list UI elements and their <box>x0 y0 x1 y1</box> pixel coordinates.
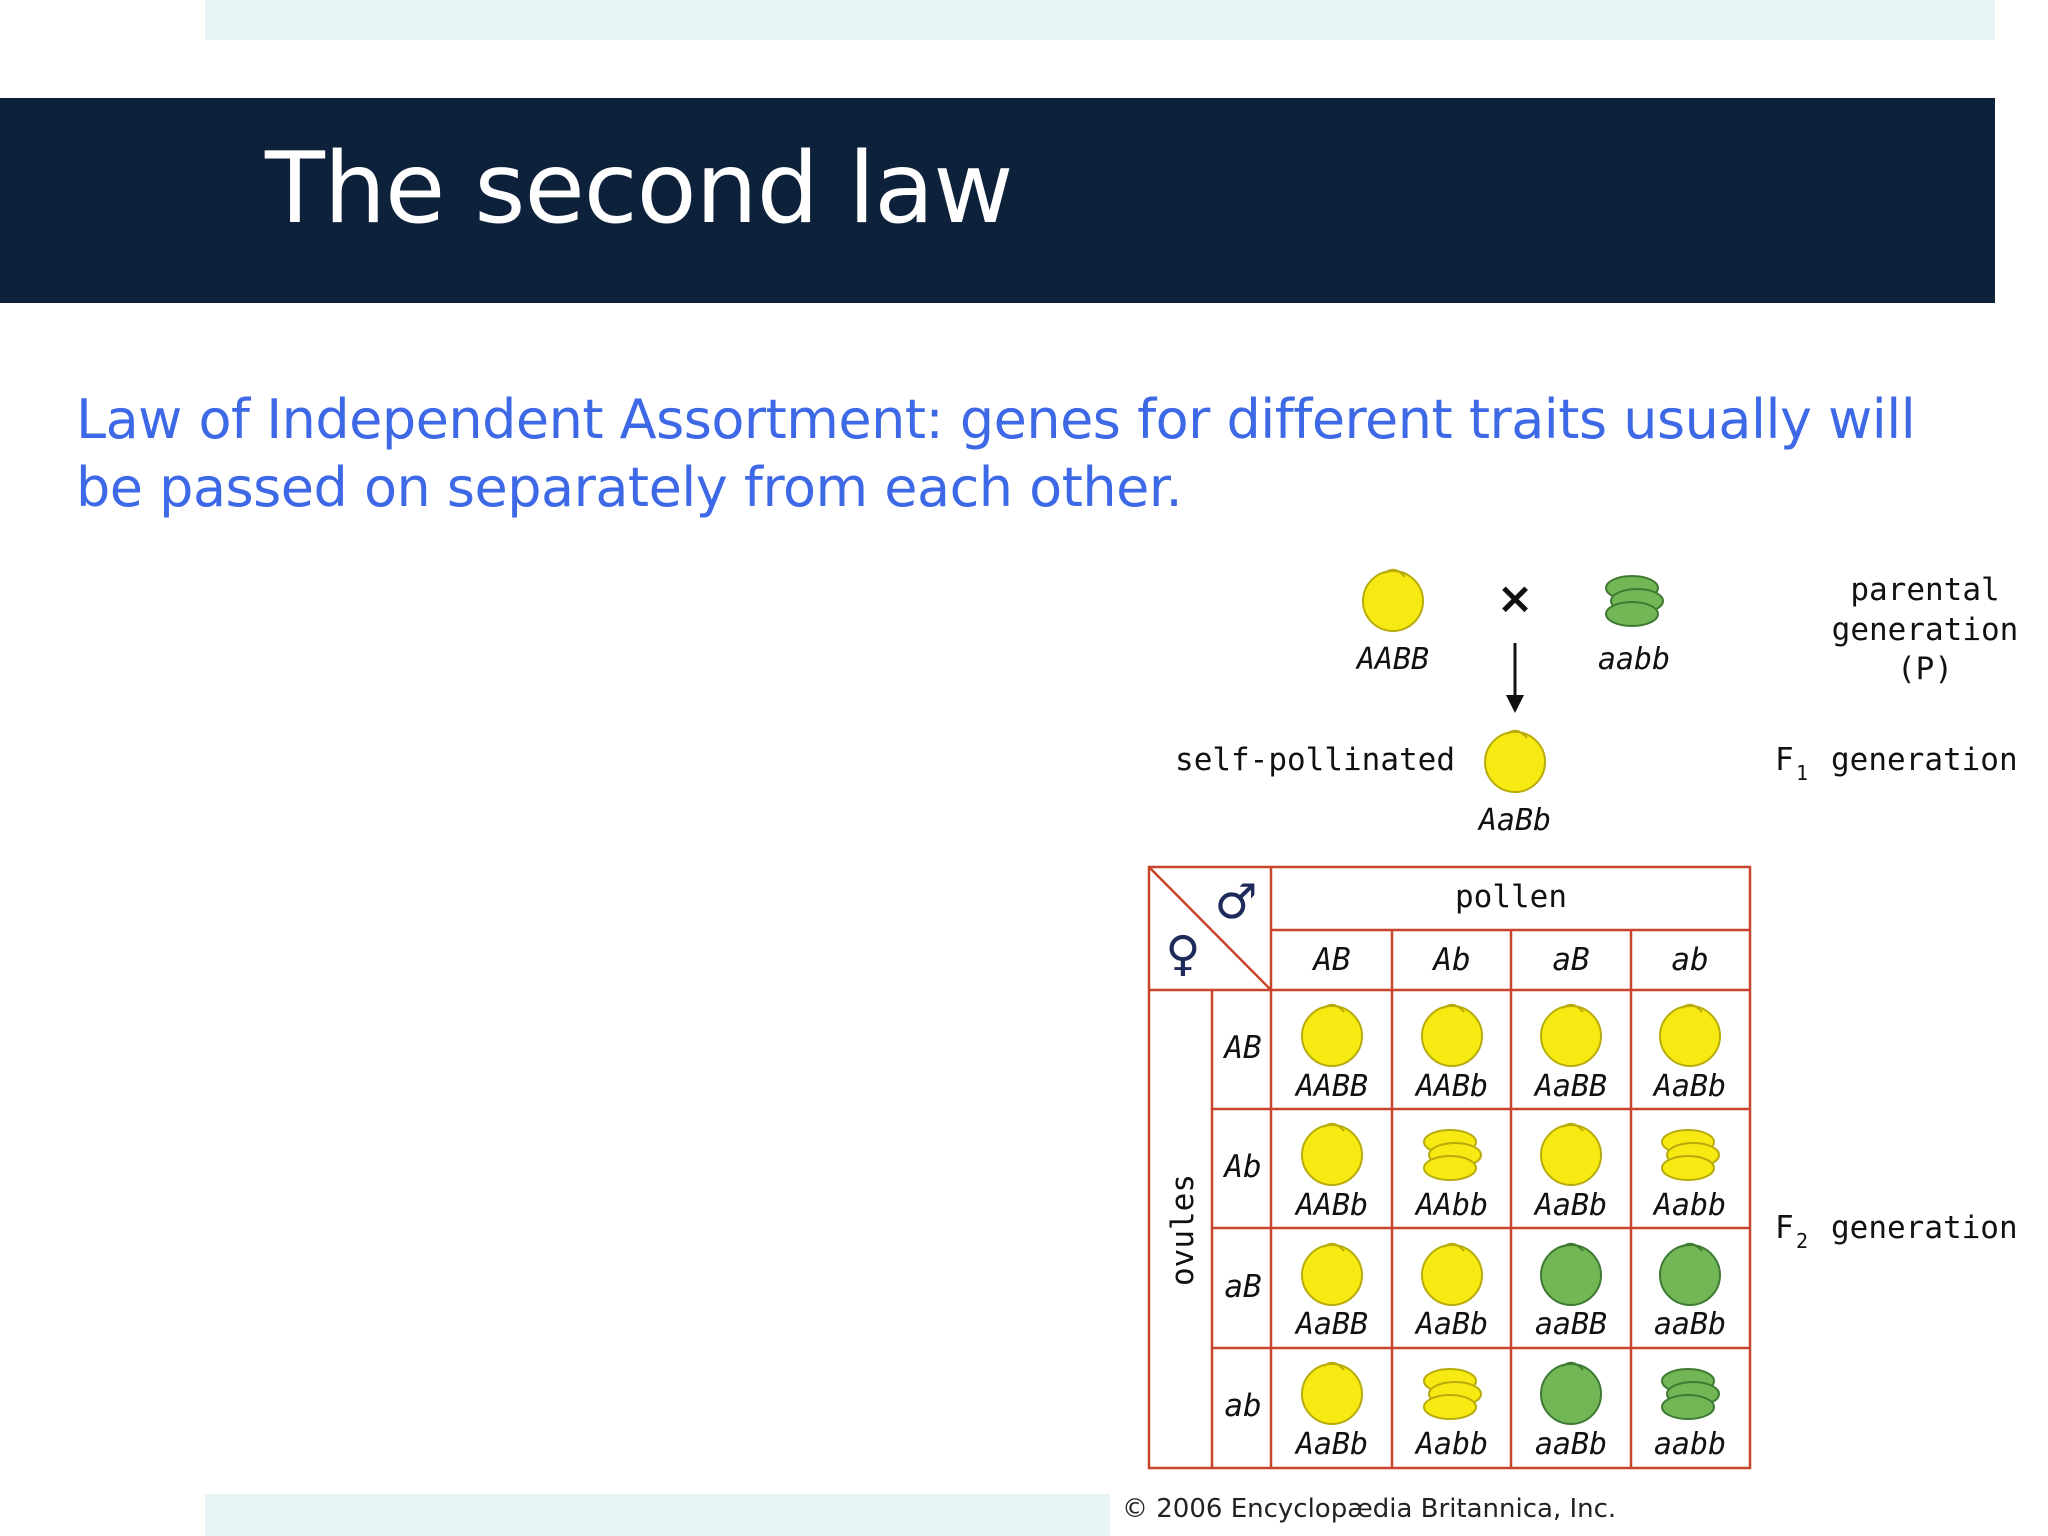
pea-r2c1 <box>1301 1122 1363 1186</box>
genotype-r1c2: AABb <box>1414 1069 1488 1104</box>
ovule-allele-2: Ab <box>1222 1149 1261 1185</box>
top-accent-band <box>205 0 1995 40</box>
parent-pea-1 <box>1362 568 1424 632</box>
pea-r2c3 <box>1540 1122 1602 1186</box>
pea-r2c2 <box>1423 1129 1482 1181</box>
genotype-r3c4: aaBb <box>1654 1307 1726 1342</box>
f2-generation-word: generation <box>1831 1210 2018 1246</box>
pollen-label: pollen <box>1455 879 1567 915</box>
genotype-r4c4: aabb <box>1654 1427 1726 1462</box>
genotype-r3c2: AaBb <box>1414 1307 1488 1342</box>
pea-r3c1 <box>1301 1242 1363 1306</box>
f2-generation-label: F 2 generation <box>1775 1210 2018 1253</box>
genotype-r4c1: AaBb <box>1294 1427 1368 1462</box>
genotype-r3c3: aaBB <box>1535 1307 1607 1342</box>
slide-body-text: Law of Independent Assortment: genes for… <box>76 388 1916 519</box>
copyright-text: © 2006 Encyclopædia Britannica, Inc. <box>1122 1494 1616 1524</box>
pea-r3c4 <box>1659 1242 1721 1306</box>
genotype-r2c3: AaBb <box>1533 1188 1607 1223</box>
cross-arrow <box>1506 643 1524 713</box>
f1-genotype: AaBb <box>1477 803 1551 838</box>
pollen-allele-2: Ab <box>1431 942 1470 978</box>
pollen-allele-4: ab <box>1671 942 1708 978</box>
pea-r3c3 <box>1540 1242 1602 1306</box>
pollen-allele-1: AB <box>1311 942 1350 978</box>
bottom-accent-band <box>205 1494 1110 1536</box>
genotype-r2c4: Aabb <box>1652 1188 1726 1223</box>
ovule-allele-1: AB <box>1222 1030 1261 1066</box>
parent-genotype-1: AABB <box>1355 642 1429 677</box>
pea-r4c2 <box>1423 1368 1482 1420</box>
genotype-r1c1: AABB <box>1294 1069 1368 1104</box>
male-symbol: ♂ <box>1214 874 1257 930</box>
svg-text:2: 2 <box>1796 1229 1808 1253</box>
svg-text:1: 1 <box>1796 761 1808 785</box>
ovule-allele-4: ab <box>1224 1388 1261 1424</box>
punnett-square-frame <box>1147 865 1752 1470</box>
punnett-genotypes: AABB AABb AaBB AaBb AABb AAbb AaBb Aabb … <box>1294 1069 1726 1462</box>
pea-r4c1 <box>1301 1361 1363 1425</box>
pea-r1c1 <box>1301 1003 1363 1067</box>
pea-r2c4 <box>1661 1129 1720 1181</box>
f1-generation-label: F 1 generation <box>1775 742 2018 785</box>
cross-symbol: × <box>1497 573 1534 624</box>
f1-pea <box>1484 729 1546 793</box>
dihybrid-cross-figure: AABB × aabb parental generation (P) self… <box>1122 568 2019 1524</box>
parent-pea-2 <box>1605 575 1664 627</box>
parental-label-line1: parental <box>1850 572 1999 608</box>
slide-title: The second law <box>265 132 1014 246</box>
parental-label-line2: generation <box>1832 612 2019 648</box>
svg-text:F: F <box>1775 1210 1794 1246</box>
pea-r4c4 <box>1661 1368 1720 1420</box>
title-bar <box>0 98 1995 303</box>
pea-r3c2 <box>1421 1242 1483 1306</box>
parental-label-line3: (P) <box>1897 651 1953 687</box>
genotype-r3c1: AaBB <box>1294 1307 1368 1342</box>
pea-r1c2 <box>1421 1003 1483 1067</box>
female-symbol: ♀ <box>1165 926 1200 982</box>
pea-r4c3 <box>1540 1361 1602 1425</box>
genotype-r2c1: AABb <box>1294 1188 1368 1223</box>
pea-r1c4 <box>1659 1003 1721 1067</box>
parent-genotype-2: aabb <box>1598 642 1670 677</box>
f1-generation-word: generation <box>1831 742 2018 778</box>
self-pollinated-label: self-pollinated <box>1175 742 1455 778</box>
pea-r1c3 <box>1540 1003 1602 1067</box>
genotype-r1c3: AaBB <box>1533 1069 1607 1104</box>
pollen-allele-3: aB <box>1552 942 1589 978</box>
genotype-r4c2: Aabb <box>1414 1427 1488 1462</box>
genotype-r1c4: AaBb <box>1652 1069 1726 1104</box>
ovules-label: ovules <box>1165 1174 1201 1286</box>
genotype-r2c2: AAbb <box>1414 1188 1488 1223</box>
genotype-r4c3: aaBb <box>1535 1427 1607 1462</box>
svg-text:F: F <box>1775 742 1794 778</box>
ovule-allele-3: aB <box>1224 1269 1261 1305</box>
